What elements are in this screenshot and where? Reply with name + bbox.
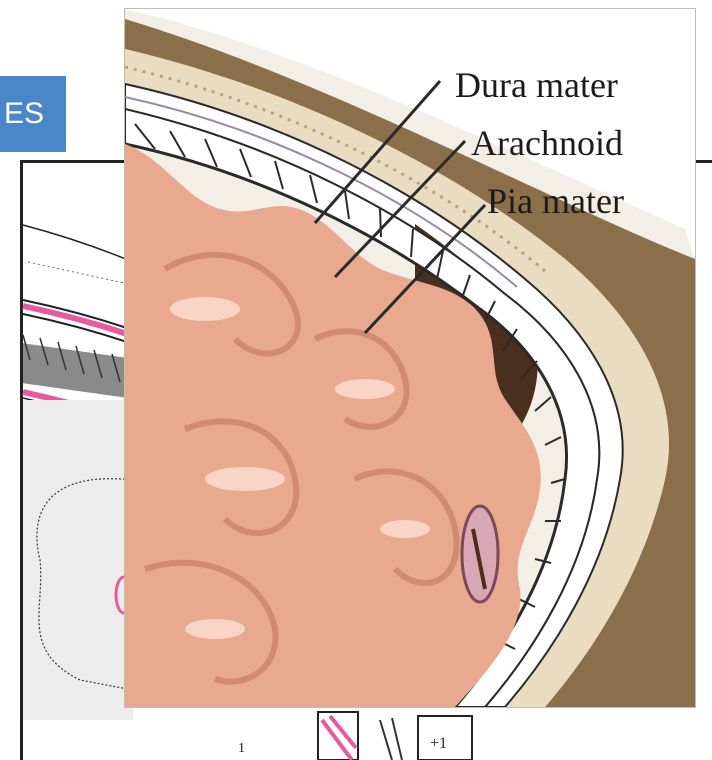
meninges-drawing	[125, 9, 695, 707]
meninges-illustration: Dura mater Arachnoid Pia mater	[124, 8, 696, 708]
label-arachnoid: Arachnoid	[471, 125, 623, 161]
svg-text:+1: +1	[430, 735, 447, 752]
label-pia-mater: Pia mater	[487, 183, 624, 219]
label-dura-mater: Dura mater	[455, 67, 618, 103]
svg-text:1: 1	[238, 741, 245, 756]
